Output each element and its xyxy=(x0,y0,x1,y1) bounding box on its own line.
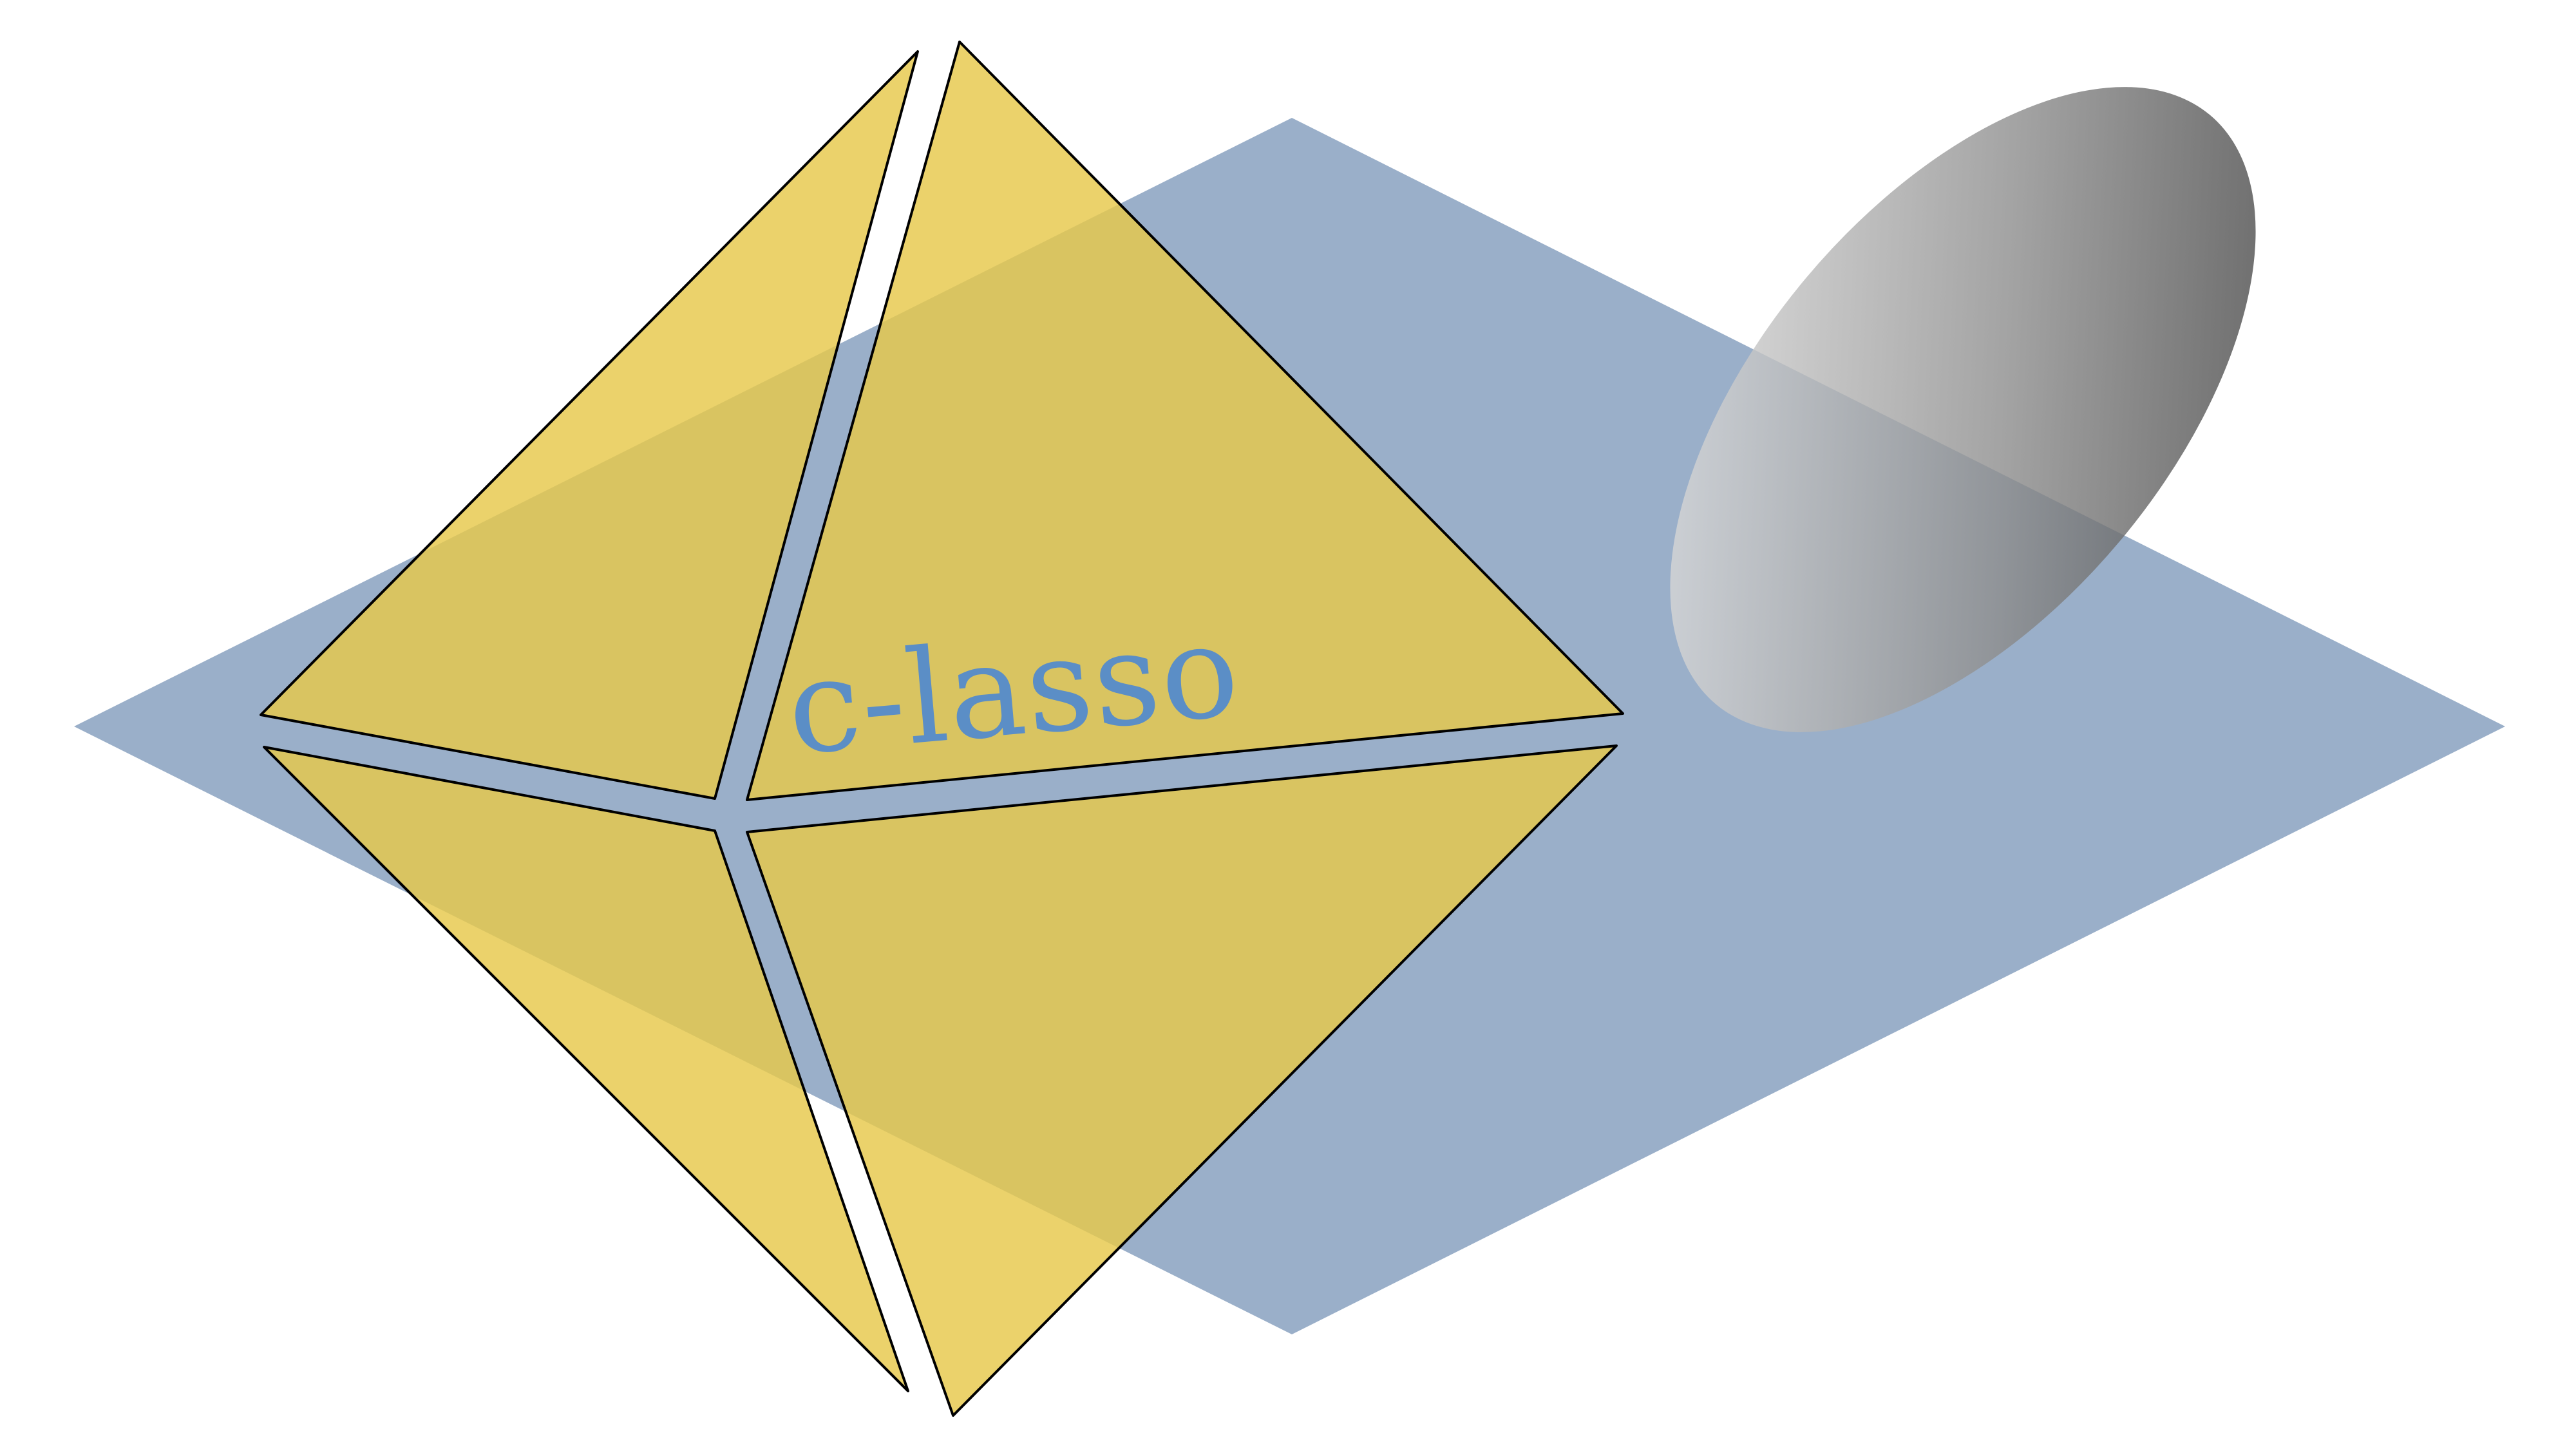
facet-top-right xyxy=(746,41,1624,801)
grey-ellipse xyxy=(1670,87,2256,732)
facet-top-left xyxy=(260,50,919,800)
facet-bottom-left xyxy=(263,746,909,1392)
octahedron xyxy=(260,41,1624,1417)
facet-bottom-right xyxy=(746,744,1618,1417)
